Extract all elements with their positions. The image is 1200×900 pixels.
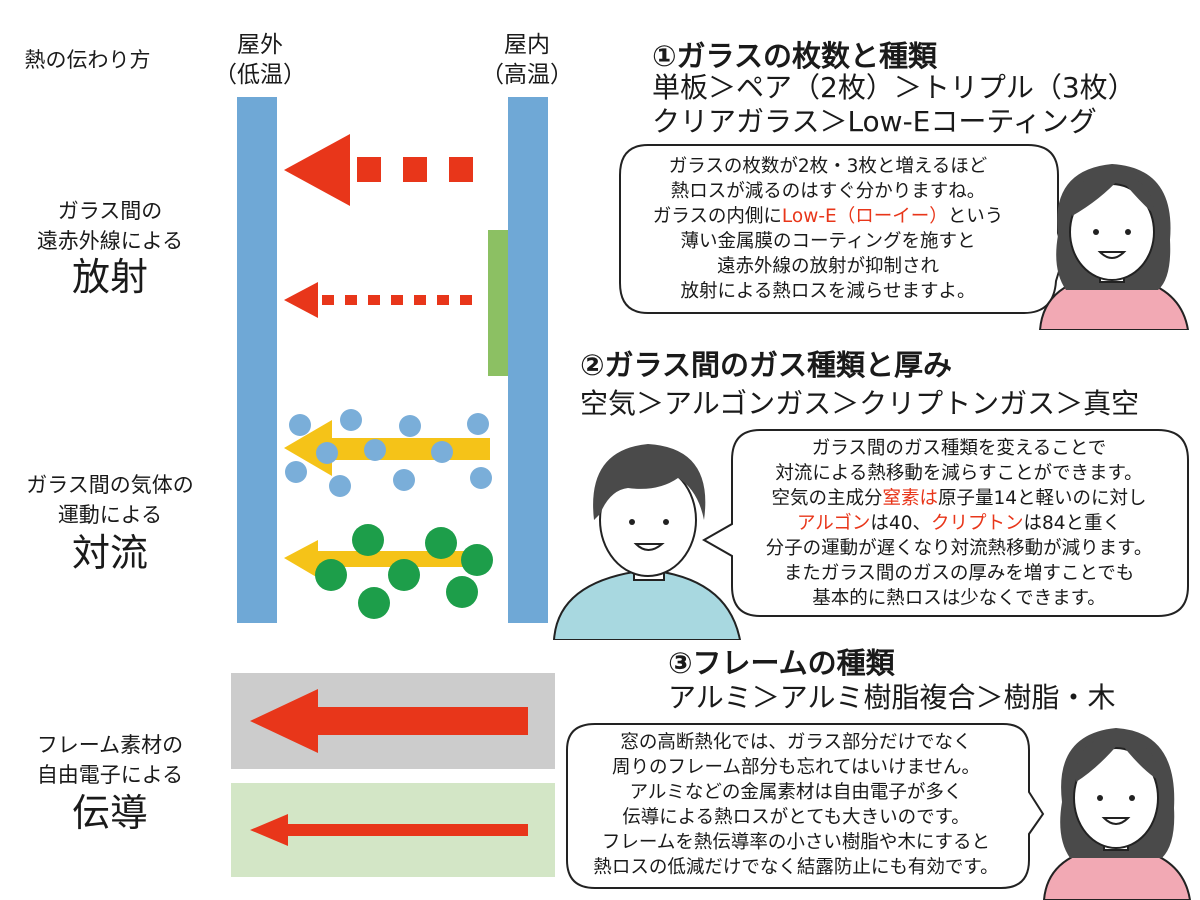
convection-arrow-krypton <box>284 540 490 578</box>
inside-glass-pane <box>508 97 548 623</box>
conduction-label-line2: 自由電子による <box>36 763 184 787</box>
conduction-arrow-strong <box>250 689 528 753</box>
bubble1-line4: 薄い金属膜のコーティングを施すと <box>680 231 976 252</box>
argon-highlight: アルゴン <box>796 513 871 534</box>
section2-subtitle-1: 空気＞アルゴンガス＞クリプトンガス＞真空 <box>580 387 1140 420</box>
man-avatar <box>552 444 742 640</box>
bubble1-line6: 放射による熱ロスを減らせますよ。 <box>680 281 976 302</box>
bubble2-line2: 対流による熱移動を減らすことができます。 <box>775 463 1143 484</box>
bubble2-line3a: 空気の主成分 <box>771 488 883 509</box>
woman-avatar-1 <box>1038 164 1190 330</box>
bubble3-line4: 伝導による熱ロスがとても大きいのです。 <box>622 807 970 828</box>
bubble3-line5: フレームを熱伝導率の小さい樹脂や木にすると <box>601 832 991 853</box>
heat-diagram <box>231 97 555 877</box>
outside-label-line1: 屋外 <box>237 32 283 58</box>
inside-label-line2: （高温） <box>481 62 573 88</box>
bubble2-line6: またガラス間のガスの厚みを増すことでも <box>783 563 1135 584</box>
conduction-label-line1: フレーム素材の <box>36 733 184 757</box>
bubble2-line5: 分子の運動が遅くなり対流熱移動が減ります。 <box>765 538 1153 559</box>
lowe-highlight: Low-E（ローイー） <box>781 206 948 227</box>
section2-title: ②ガラス間のガス種類と厚み <box>580 348 952 382</box>
inside-label: 屋内 （高温） <box>472 30 582 90</box>
bubble2-line4d: は84と重く <box>1023 513 1122 534</box>
bubble2-line3c: 原子量14と軽いのに対し <box>937 488 1147 509</box>
nitrogen-highlight: 窒素は <box>882 488 938 509</box>
section1-title: ①ガラスの枚数と種類 <box>652 39 937 73</box>
conduction-label-big: 伝導 <box>71 791 148 835</box>
radiation-arrow-strong <box>284 134 473 206</box>
heat-transfer-title: 熱の伝わり方 <box>24 48 151 72</box>
bubble1-line5: 遠赤外線の放射が抑制され <box>716 256 939 277</box>
section3-title: ③フレームの種類 <box>668 646 895 680</box>
light-gas-molecules <box>285 409 492 497</box>
speech-bubble-2 <box>701 429 1189 617</box>
convection-label-line1: ガラス間の気体の <box>26 473 194 497</box>
woman-avatar-2 <box>1042 728 1192 900</box>
outside-label: 屋外 （低温） <box>205 30 315 90</box>
lowe-coating <box>488 230 508 376</box>
speech-bubble-1 <box>619 144 1066 314</box>
bubble1-line2: 熱ロスが減るのはすぐ分かりますね。 <box>670 181 986 202</box>
bubble2-line4: アルゴンは40、クリプトンは84と重く <box>735 511 1183 536</box>
section3-subtitle-1: アルミ＞アルミ樹脂複合＞樹脂・木 <box>668 681 1116 714</box>
bubble3-line2: 周りのフレーム部分も忘れてはいけません。 <box>612 757 980 778</box>
radiation-label-line2: 遠赤外線による <box>36 229 184 253</box>
speech-bubble-3-text: 窓の高断熱化では、ガラス部分だけでなく 周りのフレーム部分も忘れてはいけません。… <box>570 730 1022 880</box>
bubble1-line3: ガラスの内側にLow-E（ローイー）という <box>622 204 1034 229</box>
bubble2-line3: 空気の主成分窒素は原子量14と軽いのに対し <box>735 486 1183 511</box>
radiation-label-big: 放射 <box>71 255 148 299</box>
speech-bubble-1-text: ガラスの枚数が2枚・3枚と増えるほど 熱ロスが減るのはすぐ分かりますね。 ガラス… <box>622 154 1034 304</box>
conduction-arrow-weak <box>250 814 528 846</box>
radiation-arrow-weak <box>284 282 472 318</box>
convection-arrow-argon <box>284 420 490 476</box>
bubble1-line3c: という <box>947 206 1004 227</box>
heavy-gas-molecules <box>315 524 493 619</box>
speech-bubble-3 <box>566 723 1045 889</box>
bubble3-line1: 窓の高断熱化では、ガラス部分だけでなく <box>620 732 972 753</box>
bubble2-line4b: は40、 <box>870 513 931 534</box>
outside-glass-pane <box>237 97 277 623</box>
section1-subtitle-2: クリアガラス＞Low-Eコーティング <box>652 105 1097 138</box>
bubble1-line1: ガラスの枚数が2枚・3枚と増えるほど <box>668 156 988 177</box>
bubble3-line6: 熱ロスの低減だけでなく結露防止にも有効です。 <box>593 857 999 878</box>
bubble2-line7: 基本的に熱ロスは少なくできます。 <box>812 588 1106 609</box>
bubble3-line3: アルミなどの金属素材は自由電子が多く <box>629 782 963 803</box>
bubble2-line1: ガラス間のガス種類を変えることで <box>811 438 1107 459</box>
convection-label-line2: 運動による <box>57 503 163 527</box>
convection-label-big: 対流 <box>71 531 148 575</box>
krypton-highlight: クリプトン <box>930 513 1024 534</box>
speech-bubble-2-text: ガラス間のガス種類を変えることで 対流による熱移動を減らすことができます。 空気… <box>735 436 1183 611</box>
radiation-label-line1: ガラス間の <box>57 199 163 223</box>
inside-label-line1: 屋内 <box>504 32 550 58</box>
outside-label-line2: （低温） <box>214 62 306 88</box>
bubble1-line3a: ガラスの内側に <box>652 206 782 227</box>
section1-subtitle-1: 単板＞ペア（2枚）＞トリプル（3枚） <box>652 71 1136 104</box>
